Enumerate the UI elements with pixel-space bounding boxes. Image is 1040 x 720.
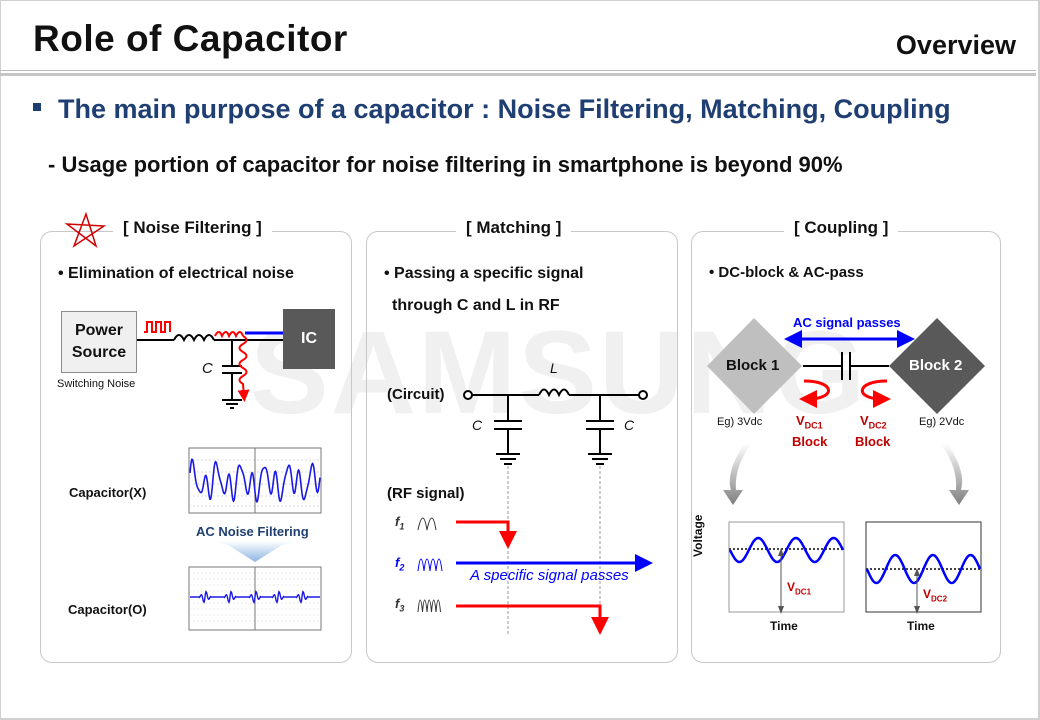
ac-signal-passes-label: AC signal passes [793,315,901,330]
power-label: Power [74,322,123,339]
eg-3vdc-label: Eg) 3Vdc [717,416,763,428]
block2-label: Block 2 [909,357,963,374]
curved-arrow-right [942,443,969,505]
vdc2-level-sub: DC2 [931,594,948,604]
block-word-1: Block [792,434,828,449]
vdc1-sub: DC1 [804,420,823,431]
freq-f1-label: f1 [395,514,405,532]
ic-label: IC [301,330,317,347]
scope-filtered [188,566,322,631]
vdc1-v: V [796,413,805,428]
freq-f2-label: f2 [395,555,405,573]
subpoint: - Usage portion of capacitor for noise f… [48,152,843,177]
inductor-label-l: L [550,360,558,376]
headline-text: The main purpose of a capacitor : Noise … [58,94,951,124]
rf-signal-label: (RF signal) [387,485,465,502]
ac-noise-filtering-label: AC Noise Filtering [196,524,309,539]
capacitor-x-label: Capacitor(X) [69,485,147,500]
wave-f3-icon [417,599,441,613]
curved-arrow-left [723,443,750,505]
eg-2vdc-label: Eg) 2Vdc [919,416,965,428]
header-divider [0,70,1036,71]
block-word-2: Block [855,434,891,449]
panel-title-coupling: [ Coupling ] [784,218,899,238]
down-arrow-filtering [214,541,296,562]
voltage-plot-1 [728,521,845,614]
voltage-plot-2 [865,521,982,614]
vdc1-block-label: VDC1 [796,413,823,431]
matching-bullet-line1: • Passing a specific signal [384,265,584,282]
freq-f3-label: f3 [395,596,405,614]
block1-label: Block 1 [726,357,780,374]
matching-bullet-line2: through C and L in RF [392,297,560,314]
noise-filter-circuit [136,334,283,409]
vdc2-sub: DC2 [868,420,887,431]
vdc1-level-label: VDC1 [787,580,811,596]
wave-f1-icon [417,517,437,531]
noise-bullet: • Elimination of electrical noise [58,265,294,282]
specific-signal-passes-label: A specific signal passes [470,567,629,584]
f1-blocked-arrow [456,520,517,549]
header-divider-thick [0,73,1036,76]
capacitor-label-left: C [472,417,483,433]
red-star-icon [64,211,107,249]
vdc2-return-arrow [860,379,891,408]
ic-box: IC [283,309,335,369]
scope-noisy [188,447,322,514]
noise-to-ground-arrow [237,335,250,402]
circuit-label: (Circuit) [387,386,445,403]
square-bullet-icon [33,102,41,111]
capacitor-o-label: Capacitor(O) [68,602,147,617]
section-tag: Overview [895,30,1016,60]
switching-noise-label: Switching Noise [57,378,136,390]
vdc1-level-v: V [787,580,796,594]
panel-title-matching: [ Matching ] [456,218,572,238]
vdc2-level-v: V [923,587,932,601]
switching-pulse-icon [144,321,171,333]
vdc2-level-label: VDC2 [923,587,947,603]
vdc1-level-sub: DC1 [795,587,812,597]
panel-title-noise-filtering: [ Noise Filtering ] [113,218,272,238]
f3-blocked-arrow [456,604,609,635]
voltage-axis-label: Voltage [691,514,705,557]
block1-diamond [707,318,802,414]
matching-bullet-text: Passing a specific signal [394,265,584,282]
vdc2-v: V [860,413,869,428]
page-title: Role of Capacitor [33,18,348,59]
capacitor-label-right: C [624,417,635,433]
coupling-capacitor [803,352,889,380]
vdc2-block-label: VDC2 [860,413,887,431]
matching-circuit [463,388,648,465]
wave-f2-icon [417,558,443,572]
noise-ripple [214,331,244,339]
source-label: Source [71,344,127,361]
coupling-bullet: • DC-block & AC-pass [709,264,864,281]
coupling-bullet-text: DC-block & AC-pass [718,264,864,281]
vdc1-return-arrow [799,379,830,408]
capacitor-label-c: C [202,360,213,377]
time-axis-label-2: Time [907,619,935,633]
headline: The main purpose of a capacitor : Noise … [33,94,951,125]
power-source-box: Power Source [61,311,137,373]
matching-guide-lines [507,466,601,636]
time-axis-label-1: Time [770,619,798,633]
noise-bullet-text: Elimination of electrical noise [68,265,294,282]
